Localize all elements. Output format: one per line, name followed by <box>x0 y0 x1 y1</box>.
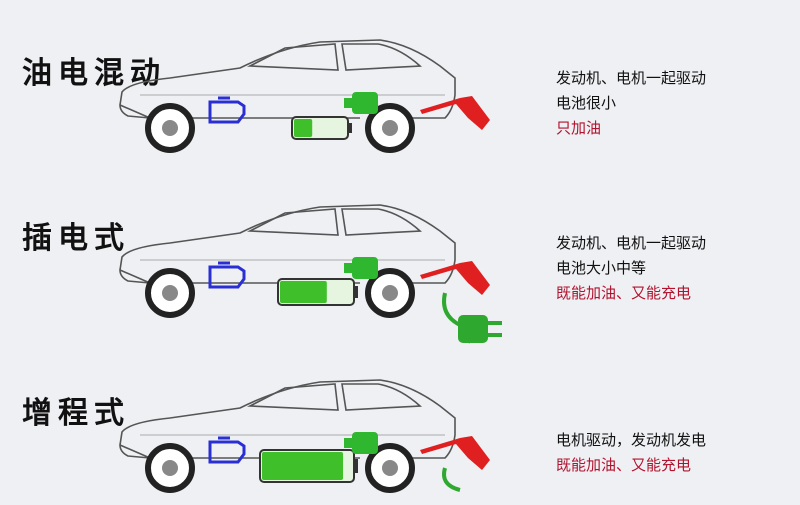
car-illustration <box>119 204 502 344</box>
section-title: 增程式 <box>22 396 130 431</box>
front-wheel <box>145 268 195 318</box>
section-title: 插电式 <box>22 221 130 256</box>
car-outline <box>119 204 456 284</box>
desc-highlight: 既能加油、又能充电 <box>556 284 692 302</box>
section-hybrid: 油电混动 <box>0 0 800 165</box>
charging-plug-icon <box>442 292 502 344</box>
section-range-extender: 增程式 <box>0 340 800 505</box>
motor-icon <box>344 92 378 114</box>
car-illustration <box>119 39 490 153</box>
desc-line: 电池大小中等 <box>556 259 647 277</box>
front-wheel <box>145 443 195 493</box>
description: 发动机、电机一起驱动 电池大小中等 既能加油、又能充电 <box>556 231 706 306</box>
rear-wheel <box>365 103 415 153</box>
engine-icon <box>208 96 246 124</box>
rear-wheel <box>365 268 415 318</box>
engine-icon <box>208 261 246 289</box>
desc-line: 电池很小 <box>556 94 617 112</box>
battery-icon <box>259 449 358 483</box>
desc-line: 电机驱动，发动机发电 <box>556 431 707 449</box>
battery-icon <box>291 116 352 140</box>
fuel-nozzle-icon <box>420 261 490 295</box>
motor-icon <box>344 257 378 279</box>
charging-plug-icon <box>442 467 461 492</box>
description: 发动机、电机一起驱动 电池很小 只加油 <box>556 66 706 141</box>
desc-line: 发动机、电机一起驱动 <box>556 234 707 252</box>
section-title: 油电混动 <box>22 56 166 91</box>
engine-icon <box>208 436 246 464</box>
desc-line: 发动机、电机一起驱动 <box>556 69 707 87</box>
desc-highlight: 既能加油、又能充电 <box>556 456 692 474</box>
front-wheel <box>145 103 195 153</box>
car-illustration <box>119 379 490 493</box>
rear-wheel <box>365 443 415 493</box>
description: 电机驱动，发动机发电 既能加油、又能充电 <box>556 428 706 478</box>
fuel-nozzle-icon <box>420 96 490 130</box>
battery-icon <box>277 278 358 306</box>
fuel-nozzle-icon <box>420 436 490 470</box>
section-plugin: 插电式 <box>0 165 800 344</box>
motor-icon <box>344 432 378 454</box>
desc-highlight: 只加油 <box>556 119 602 137</box>
